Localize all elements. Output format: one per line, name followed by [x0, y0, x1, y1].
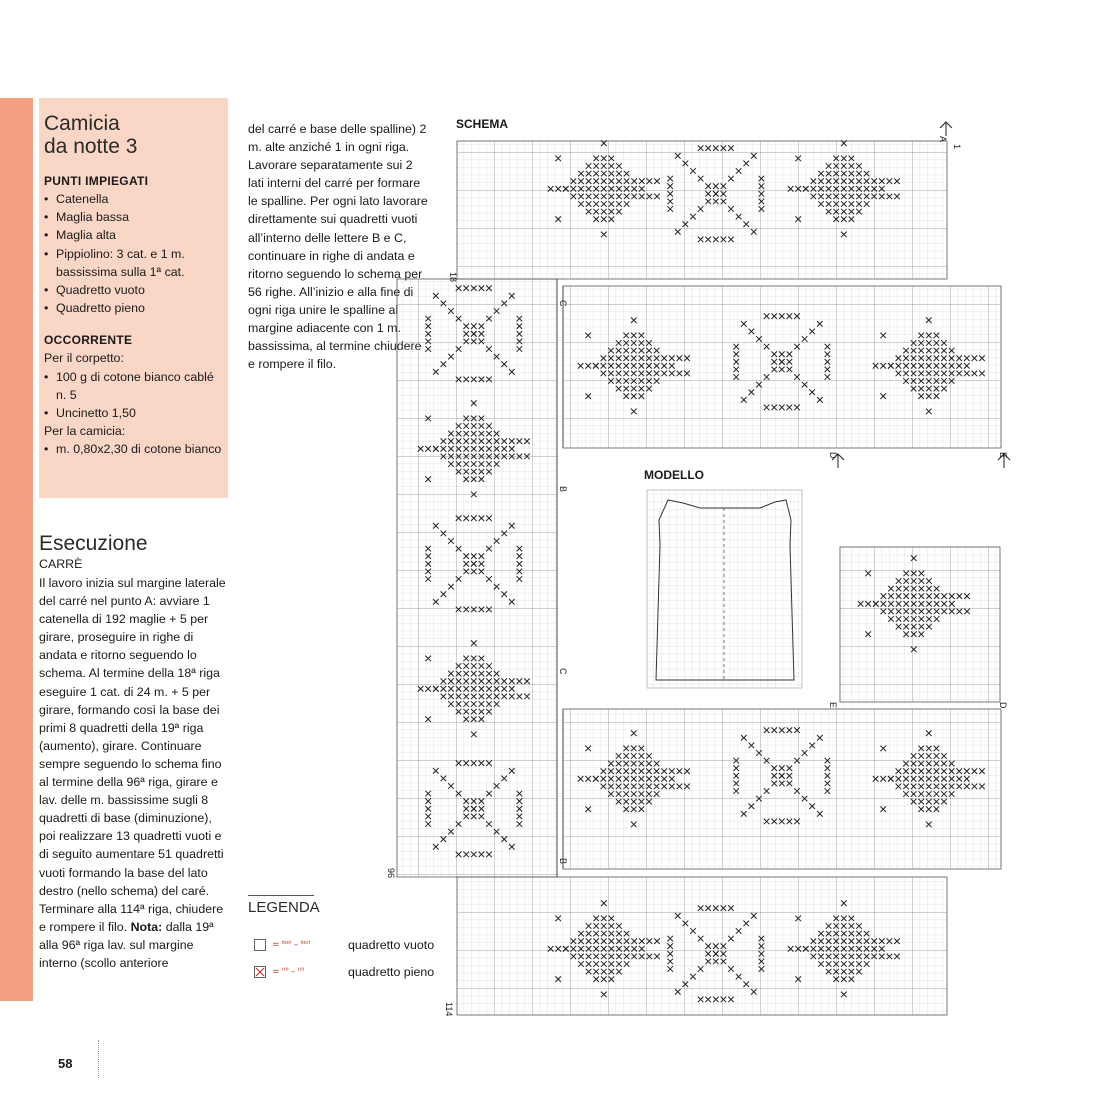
letter-a-label: A	[938, 136, 948, 142]
letter-d-label: D	[998, 702, 1008, 709]
legend-label: quadretto vuoto	[348, 938, 434, 952]
stitch-symbol: = ꜝꜝꜝꜝ – ꜝꜝꜝꜝ	[272, 967, 344, 977]
letter-e-label: E	[828, 702, 838, 708]
legend-item-pieno: = ꜝꜝꜝꜝ – ꜝꜝꜝꜝ quadretto pieno	[254, 965, 434, 979]
chart-block-major-grid	[457, 877, 947, 1015]
chart-block-major-grid	[397, 279, 557, 877]
row-number-label: 96	[386, 868, 396, 878]
legend-item-vuoto: = ꜝᵒᵒꜝ – ꜝᵒᵒꜝ quadretto vuoto	[254, 938, 434, 952]
arrow-icon	[940, 122, 952, 136]
stitch-symbol: = ꜝᵒᵒꜝ – ꜝᵒᵒꜝ	[272, 940, 344, 950]
legend-label: quadretto pieno	[348, 965, 434, 979]
letter-c-label: C	[558, 300, 568, 307]
filled-square-icon	[254, 966, 266, 978]
legenda-heading: LEGENDA	[248, 899, 320, 916]
row-number-label: 18	[448, 272, 458, 282]
letter-b-label: B	[558, 858, 568, 864]
modello-drawing	[647, 490, 802, 688]
page-number: 58	[58, 1056, 72, 1071]
legenda-rule	[248, 895, 314, 896]
page-divider	[98, 1040, 99, 1078]
letter-c-label: C	[558, 668, 568, 675]
letter-b-label: B	[558, 486, 568, 492]
row-number-label: 1	[952, 144, 962, 149]
row-number-label: 114	[444, 1002, 454, 1016]
empty-square-icon	[254, 939, 266, 951]
